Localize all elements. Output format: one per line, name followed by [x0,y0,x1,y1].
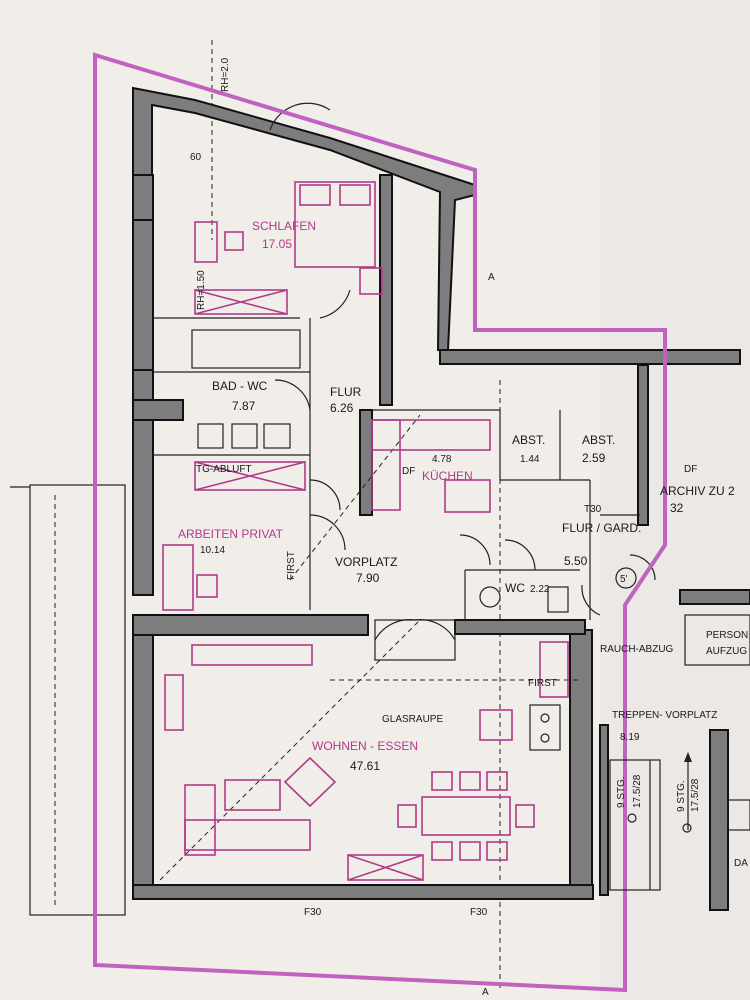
label-f30a: F30 [304,907,322,918]
room-arbeiten-area: 10.14 [200,545,225,556]
label-stg1: 9 STG. [616,776,627,808]
section-marker-top: A [488,272,495,283]
room-wc-area: 2.22 [530,584,550,595]
room-flur-gard-name: FLUR / GARD. [562,521,641,535]
label-df1: DF [402,466,415,477]
dining-table [421,796,511,836]
label-first1: FIRST [286,551,297,580]
label-stg1b: 17.5/28 [632,774,643,808]
room-schlafen-area: 17.05 [262,237,292,251]
label-aufzug: AUFZUG [706,646,747,657]
room-abst1-name: ABST. [512,433,545,447]
furniture [162,181,569,881]
label-df2: DF [684,464,697,475]
label-five: 5' [620,574,628,585]
room-archiv-area: 32 [670,501,684,515]
label-rh150: RH=1.50 [196,270,207,310]
apartment-outline [93,52,667,993]
label-f30b: F30 [470,907,488,918]
room-kuechen-name: KÜCHEN [422,469,473,483]
label-glasraupe: GLASRAUPE [382,714,443,725]
room-wc-name: WC [505,581,525,595]
section-marker-bottom: A [482,987,489,998]
doors [269,102,656,661]
interior-walls [153,317,640,620]
step-circle [615,567,637,589]
room-flur-name: FLUR [330,385,362,399]
room-archiv-name: ARCHIV ZU 2 [660,484,735,498]
bed [294,181,376,268]
label-stg2: 9 STG. [676,780,687,812]
label-rh20: RH=2.0 [220,57,231,92]
room-flur-gard-area: 5.50 [564,554,588,568]
room-abst2-name: ABST. [582,433,615,447]
room-treppen-name: TREPPEN- VORPLATZ [612,710,717,721]
label-stg2b: 17.5/28 [690,778,701,812]
room-arbeiten-name: ARBEITEN PRIVAT [178,527,284,541]
room-bad-name: BAD - WC [212,379,268,393]
room-flur-area: 6.26 [330,401,354,415]
room-vorplatz-name: VORPLATZ [335,555,397,569]
room-schlafen-name: SCHLAFEN [252,219,316,233]
room-abst2-area: 2.59 [582,451,606,465]
room-vorplatz-area: 7.90 [356,571,380,585]
exterior-walls [132,86,750,911]
room-wohnen-name: WOHNEN - ESSEN [312,739,418,753]
room-treppen-area: 8.19 [620,732,640,743]
label-person: PERSON [706,630,748,641]
staircase [609,614,750,891]
room-wohnen-area: 47.61 [350,759,380,773]
label-t30: T30 [584,504,602,515]
label-first2: FIRST [528,678,557,689]
room-bad-area: 7.87 [232,399,256,413]
label-da: DA [734,858,748,869]
room-kuechen-area: 4.78 [432,454,452,465]
room-abst1-area: 1.44 [520,454,540,465]
bathtub [191,329,301,369]
diagonals [159,414,580,881]
label-rauch: RAUCH-ABZUG [600,644,674,655]
label-tg-abluft: TG-ABLUFT [196,464,252,475]
wardrobe [194,289,288,315]
label-sixty: 60 [190,152,202,163]
balcony [10,484,126,916]
